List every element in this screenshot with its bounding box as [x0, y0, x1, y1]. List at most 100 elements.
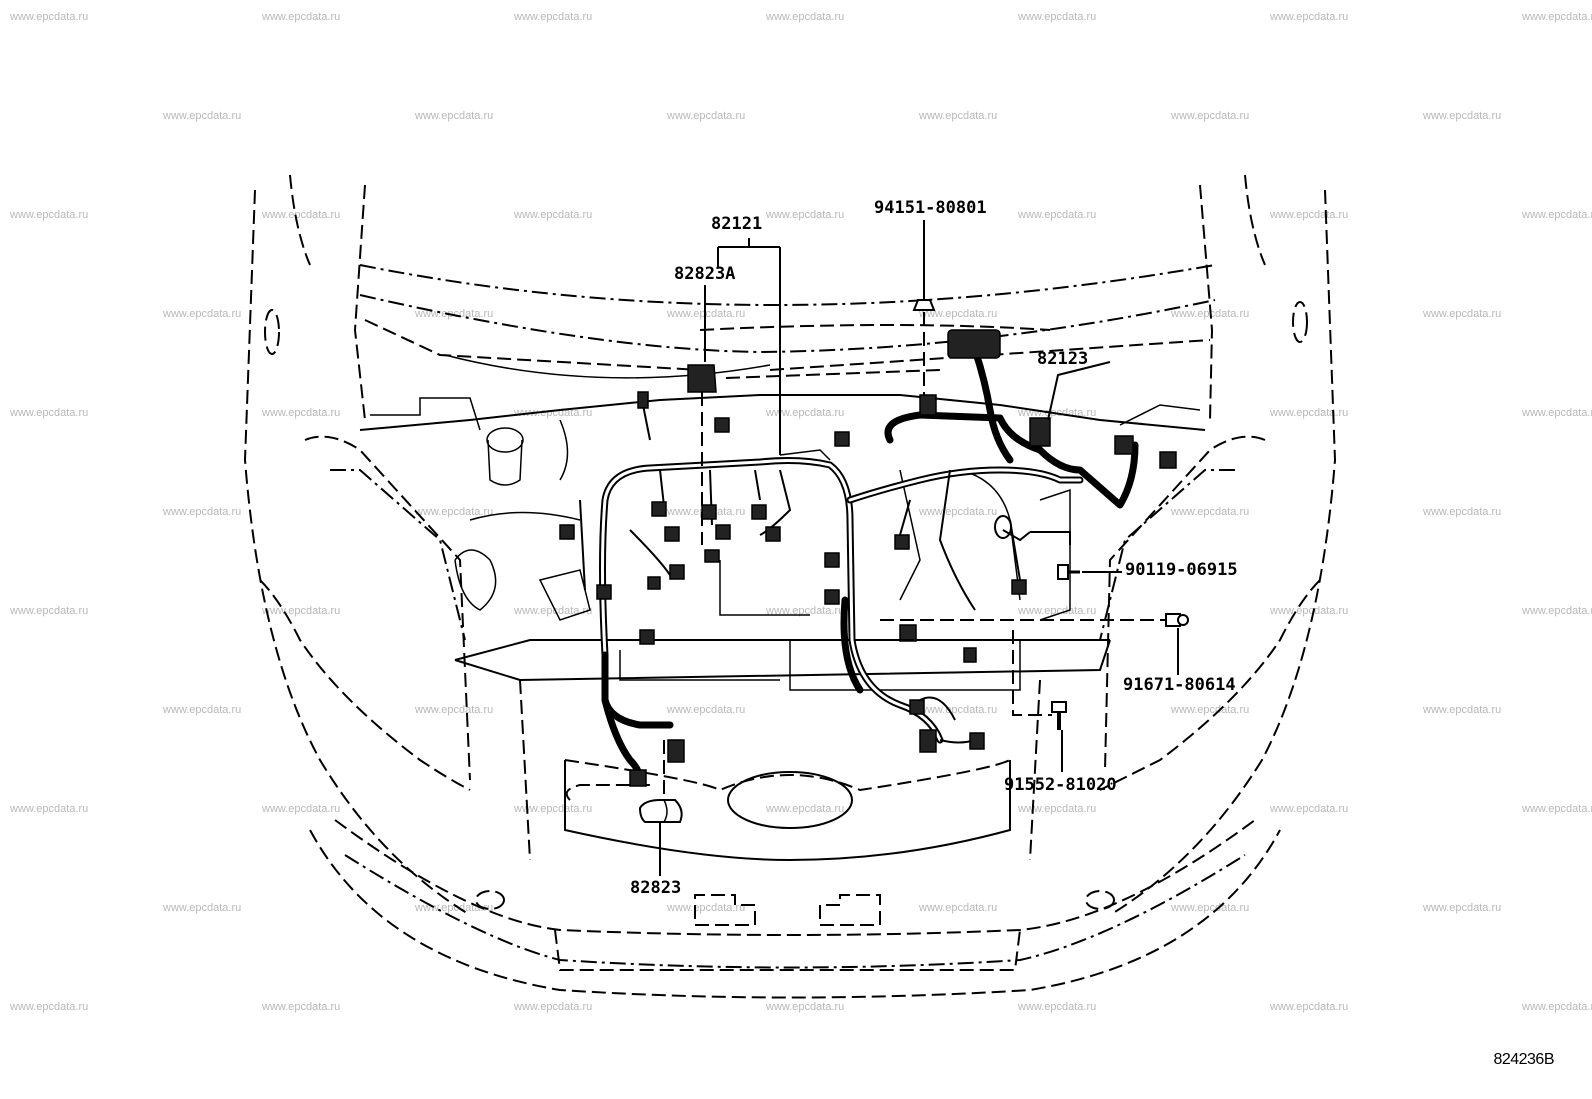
- watermark-text: www.epcdata.ru: [163, 308, 242, 320]
- watermark-text: www.epcdata.ru: [667, 110, 746, 122]
- connector: [651, 501, 667, 517]
- bolt-icon: [1165, 613, 1189, 627]
- connector: [765, 526, 781, 542]
- watermark-text: www.epcdata.ru: [766, 1001, 845, 1013]
- connector: [1159, 451, 1177, 469]
- watermark-text: www.epcdata.ru: [415, 506, 494, 518]
- watermark-text: www.epcdata.ru: [1423, 308, 1502, 320]
- watermark-text: www.epcdata.ru: [1522, 407, 1592, 419]
- watermark-text: www.epcdata.ru: [667, 308, 746, 320]
- watermark-text: www.epcdata.ru: [1423, 110, 1502, 122]
- watermark-text: www.epcdata.ru: [1522, 1001, 1592, 1013]
- watermark-text: www.epcdata.ru: [1270, 11, 1349, 23]
- watermark-text: www.epcdata.ru: [514, 803, 593, 815]
- label-91552-81020: 91552-81020: [1004, 775, 1117, 795]
- watermark-text: www.epcdata.ru: [1270, 209, 1349, 221]
- watermark-text: www.epcdata.ru: [766, 605, 845, 617]
- connector: [714, 417, 730, 433]
- label-82123: 82123: [1037, 349, 1088, 369]
- connector: [715, 524, 731, 540]
- watermark-text: www.epcdata.ru: [1270, 605, 1349, 617]
- connector: [919, 394, 937, 416]
- watermark-text: www.epcdata.ru: [766, 11, 845, 23]
- watermark-text: www.epcdata.ru: [1522, 209, 1592, 221]
- connector: [824, 589, 840, 605]
- watermark-text: www.epcdata.ru: [1171, 506, 1250, 518]
- watermark-text: www.epcdata.ru: [10, 1001, 89, 1013]
- watermark-text: www.epcdata.ru: [163, 506, 242, 518]
- watermark-text: www.epcdata.ru: [10, 11, 89, 23]
- bolt-icon: [1057, 564, 1080, 580]
- connector: [664, 526, 680, 542]
- watermark-text: www.epcdata.ru: [262, 1001, 341, 1013]
- watermark-text: www.epcdata.ru: [919, 308, 998, 320]
- watermark-text: www.epcdata.ru: [1522, 803, 1592, 815]
- watermark-text: www.epcdata.ru: [1018, 11, 1097, 23]
- connector: [899, 624, 917, 642]
- watermark-text: www.epcdata.ru: [1270, 803, 1349, 815]
- watermark-text: www.epcdata.ru: [1018, 1001, 1097, 1013]
- watermark-text: www.epcdata.ru: [766, 209, 845, 221]
- connector: [701, 504, 717, 520]
- watermark-text: www.epcdata.ru: [10, 605, 89, 617]
- watermark-text: www.epcdata.ru: [163, 110, 242, 122]
- watermark-text: www.epcdata.ru: [262, 803, 341, 815]
- clip-82823a: [687, 364, 717, 393]
- figure-code: 824236B: [1493, 1051, 1554, 1068]
- watermark-text: www.epcdata.ru: [514, 209, 593, 221]
- watermark-text: www.epcdata.ru: [766, 803, 845, 815]
- watermark-text: www.epcdata.ru: [1171, 902, 1250, 914]
- watermark-text: www.epcdata.ru: [163, 902, 242, 914]
- bolt-icon: [1051, 701, 1067, 730]
- nut-icon: [912, 299, 936, 311]
- watermark-text: www.epcdata.ru: [262, 209, 341, 221]
- watermark-text: www.epcdata.ru: [514, 407, 593, 419]
- vehicle-body-outline: [243, 174, 1337, 999]
- watermark-text: www.epcdata.ru: [10, 407, 89, 419]
- connector: [1011, 579, 1027, 595]
- label-91671-80614: 91671-80614: [1123, 675, 1236, 695]
- connector: [647, 576, 661, 590]
- watermark-text: www.epcdata.ru: [1423, 506, 1502, 518]
- connector: [894, 534, 910, 550]
- watermark-text: www.epcdata.ru: [10, 209, 89, 221]
- connector: [751, 504, 767, 520]
- watermark-text: www.epcdata.ru: [1171, 704, 1250, 716]
- connector: [1029, 417, 1051, 447]
- connector: [969, 732, 985, 750]
- watermark-text: www.epcdata.ru: [766, 407, 845, 419]
- connector: [596, 584, 612, 600]
- watermark-text: www.epcdata.ru: [667, 704, 746, 716]
- label-90119-06915: 90119-06915: [1125, 560, 1238, 580]
- label-82121: 82121: [711, 214, 762, 234]
- watermark-text: www.epcdata.ru: [1171, 110, 1250, 122]
- connector: [919, 729, 937, 753]
- watermark-text: www.epcdata.ru: [919, 110, 998, 122]
- watermark-text: www.epcdata.ru: [262, 407, 341, 419]
- connector: [909, 699, 925, 715]
- watermark-text: www.epcdata.ru: [1270, 1001, 1349, 1013]
- watermark-text: www.epcdata.ru: [1522, 605, 1592, 617]
- connector: [669, 564, 685, 580]
- watermark-text: www.epcdata.ru: [919, 506, 998, 518]
- watermark-text: www.epcdata.ru: [1270, 407, 1349, 419]
- watermark-text: www.epcdata.ru: [262, 605, 341, 617]
- watermark-text: www.epcdata.ru: [1522, 11, 1592, 23]
- connector: [963, 647, 977, 663]
- watermark-text: www.epcdata.ru: [262, 11, 341, 23]
- watermark-text: www.epcdata.ru: [514, 11, 593, 23]
- watermark-text: www.epcdata.ru: [514, 1001, 593, 1013]
- connector: [629, 769, 647, 787]
- watermark-text: www.epcdata.ru: [514, 605, 593, 617]
- clip-82823: [638, 799, 683, 823]
- wire-harness: [579, 346, 1139, 784]
- watermark-text: www.epcdata.ru: [415, 308, 494, 320]
- connector: [704, 549, 720, 563]
- label-94151-80801: 94151-80801: [874, 198, 987, 218]
- watermark-text: www.epcdata.ru: [919, 704, 998, 716]
- watermark-text: www.epcdata.ru: [163, 704, 242, 716]
- watermark-text: www.epcdata.ru: [919, 902, 998, 914]
- watermark-text: www.epcdata.ru: [1018, 209, 1097, 221]
- label-82823a: 82823A: [674, 264, 735, 284]
